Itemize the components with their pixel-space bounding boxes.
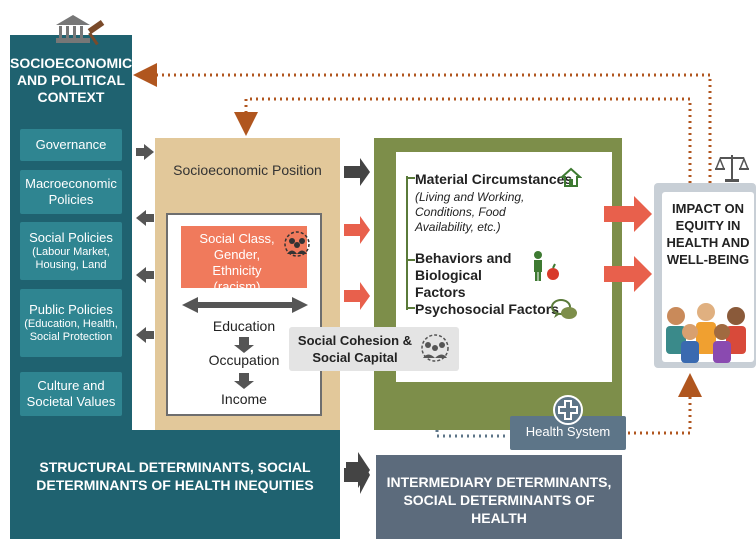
structural-band <box>10 430 340 539</box>
person-apple-icon <box>528 250 562 282</box>
health-to-impact-line <box>628 373 702 435</box>
governance-label: Governance <box>35 137 107 152</box>
education-label: Education <box>212 318 276 334</box>
health-system-label: Health System <box>525 424 611 439</box>
context-item-social-policies: Social Policies (Labour Market, Housing,… <box>20 222 122 280</box>
feedback-to-context-line <box>133 63 712 183</box>
house-icon <box>559 166 583 188</box>
social-class-box <box>181 226 307 288</box>
social-cohesion-box <box>289 327 459 371</box>
socioeconomic-title: Socioeconomic Position <box>173 162 322 178</box>
context-arrow-3 <box>136 267 154 283</box>
sep-arrow-1 <box>344 158 370 186</box>
context-arrow-2 <box>136 210 154 226</box>
occupation-label: Occupation <box>208 352 280 368</box>
behaviors-title: Behaviors and Biological Factors <box>415 250 512 300</box>
occ-income-arrow <box>234 373 254 389</box>
context-arrows <box>136 144 154 343</box>
material-circumstances-sub: (Living and Working, Conditions, Food Av… <box>415 190 525 234</box>
culture-label: Culture and Societal Values <box>26 378 116 409</box>
feedback-to-sep-line <box>234 97 692 183</box>
context-item-public-policies: Public Policies (Education, Health, Soci… <box>20 289 122 357</box>
speech-bubbles-icon <box>550 298 578 322</box>
material-circumstances-title: Material Circumstances <box>415 171 573 187</box>
structural-to-intermediary-arrow <box>346 452 370 488</box>
intermediary-band <box>376 455 622 539</box>
public-policies-label: Public Policies <box>29 302 113 317</box>
macroeconomic-label: Macroeconomic Policies <box>25 176 117 207</box>
double-arrow <box>182 297 308 313</box>
context-item-macroeconomic: Macroeconomic Policies <box>20 170 122 214</box>
impact-arrow-1 <box>604 196 652 232</box>
context-item-governance: Governance <box>20 129 122 161</box>
social-class-text: Social Class, Gender, Ethnicity (racism) <box>199 231 275 294</box>
people-group-icon <box>418 334 452 362</box>
intermediary-to-impact-arrows <box>604 196 652 292</box>
intermediary-title: INTERMEDIARY DETERMINANTS, SOCIAL DETERM… <box>386 474 612 526</box>
psychosocial-title: Psychosocial Factors <box>415 301 559 317</box>
social-policies-sub: (Labour Market, Housing, Land <box>32 246 110 271</box>
intermediary-bracket <box>406 176 415 310</box>
edu-occ-arrow <box>234 337 254 353</box>
context-arrow-1 <box>136 144 154 160</box>
impact-label: IMPACT ON EQUITY IN HEALTH AND WELL-BEIN… <box>666 201 750 267</box>
structural-title: STRUCTURAL DETERMINANTS, SOCIAL DETERMIN… <box>36 459 314 493</box>
scales-icon <box>712 151 752 183</box>
sep-arrow-2 <box>344 216 370 244</box>
capitol-gavel-icon <box>52 12 108 50</box>
context-title: SOCIOECONOMIC AND POLITICAL CONTEXT <box>10 55 133 105</box>
impact-arrow-2 <box>604 256 652 292</box>
context-item-culture: Culture and Societal Values <box>20 372 122 416</box>
crowd-icon <box>658 298 754 364</box>
context-arrow-4 <box>136 327 154 343</box>
social-cohesion-label: Social Cohesion & Social Capital <box>297 333 413 365</box>
medical-cross-icon <box>553 395 583 425</box>
sep-arrow-3 <box>344 282 370 310</box>
people-group-icon <box>283 230 311 258</box>
social-policies-label: Social Policies <box>29 230 113 245</box>
public-policies-sub: (Education, Health, Social Protection <box>24 318 118 343</box>
income-label: Income <box>221 391 267 407</box>
